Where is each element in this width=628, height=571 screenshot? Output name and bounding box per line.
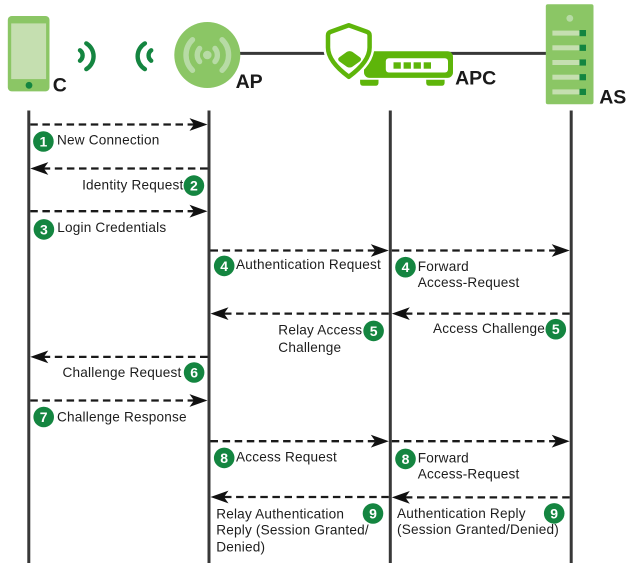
svg-text:Login Credentials: Login Credentials: [57, 220, 166, 235]
svg-text:Authentication Request: Authentication Request: [236, 257, 381, 272]
svg-text:C: C: [53, 74, 67, 96]
svg-text:6: 6: [190, 365, 198, 381]
svg-text:AP: AP: [236, 71, 263, 93]
svg-text:Access Challenge: Access Challenge: [433, 321, 545, 336]
svg-text:7: 7: [40, 409, 48, 425]
svg-text:4: 4: [402, 259, 410, 275]
svg-text:Access-Request: Access-Request: [418, 275, 520, 290]
svg-text:9: 9: [550, 505, 558, 521]
svg-text:Challenge Response: Challenge Response: [57, 409, 187, 424]
svg-text:8: 8: [220, 450, 228, 466]
svg-text:AS: AS: [599, 87, 626, 109]
svg-text:Reply (Session Granted/: Reply (Session Granted/: [216, 523, 369, 538]
svg-text:Challenge Request: Challenge Request: [62, 365, 181, 380]
svg-text:Forward: Forward: [418, 259, 469, 274]
svg-text:8: 8: [402, 451, 410, 467]
svg-text:2: 2: [190, 178, 198, 194]
svg-text:1: 1: [40, 134, 48, 150]
svg-text:4: 4: [220, 258, 228, 274]
svg-text:Forward: Forward: [418, 451, 469, 466]
svg-text:New Connection: New Connection: [57, 132, 160, 147]
svg-text:Relay Authentication: Relay Authentication: [216, 506, 344, 521]
svg-text:Authentication Reply: Authentication Reply: [397, 506, 526, 521]
svg-text:3: 3: [40, 221, 48, 237]
svg-text:Challenge: Challenge: [278, 340, 341, 355]
svg-text:9: 9: [369, 506, 377, 522]
svg-text:Access Request: Access Request: [236, 450, 337, 465]
svg-text:Access-Request: Access-Request: [418, 467, 520, 482]
svg-text:5: 5: [552, 321, 560, 337]
svg-text:5: 5: [370, 323, 378, 339]
svg-text:Identity Request: Identity Request: [82, 177, 183, 192]
svg-text:APC: APC: [455, 67, 496, 89]
svg-text:Denied): Denied): [216, 540, 265, 555]
svg-text:Relay Access: Relay Access: [278, 323, 362, 338]
svg-text:(Session Granted/Denied): (Session Granted/Denied): [397, 522, 559, 537]
